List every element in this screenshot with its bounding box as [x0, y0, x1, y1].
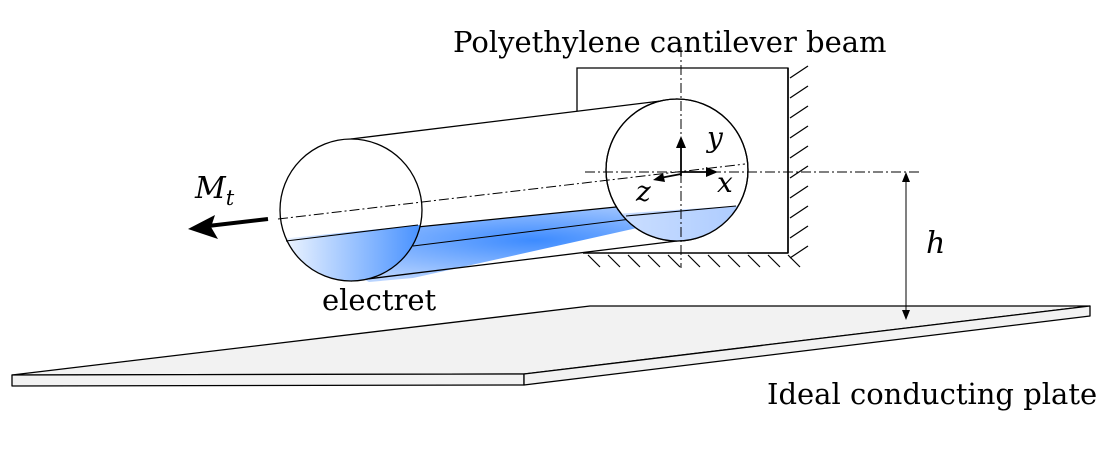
conducting-plate [11, 305, 1091, 387]
beam-top-edge [350, 98, 678, 140]
ground-hatching [587, 254, 801, 268]
plate-front-edge [11, 373, 525, 387]
moment-label-base: M [194, 171, 227, 206]
beam-bottom-edge [350, 240, 678, 282]
plate-side-edge [523, 305, 1091, 386]
moment-arrow [188, 215, 269, 239]
electret-label: electret [322, 283, 437, 317]
moment-arrowhead [188, 215, 218, 239]
axis-y-label: y [705, 121, 724, 154]
z-arrowhead [653, 173, 665, 182]
beam-axis-line [277, 163, 746, 220]
y-arrowhead [676, 136, 686, 148]
electret-strip [288, 206, 736, 282]
back-cap-electret-segment [606, 205, 748, 241]
axis-x-label: x [717, 166, 733, 199]
height-dimension [902, 172, 910, 320]
moment-label-sub: t [226, 186, 235, 210]
support-block [576, 65, 809, 268]
plate-label: Ideal conducting plate [767, 377, 1097, 411]
coordinate-axes [653, 136, 718, 182]
cantilever-beam [279, 98, 749, 282]
front-cap-chord [285, 224, 419, 242]
plate-top-face [11, 305, 1091, 376]
moment-label: Mt [194, 171, 235, 210]
x-arrowhead [706, 167, 718, 177]
beam-label: Polyethylene cantilever beam [453, 25, 887, 59]
fixed-wall-hatching [789, 65, 809, 259]
axis-z-label: z [635, 175, 651, 208]
height-label: h [926, 226, 945, 261]
